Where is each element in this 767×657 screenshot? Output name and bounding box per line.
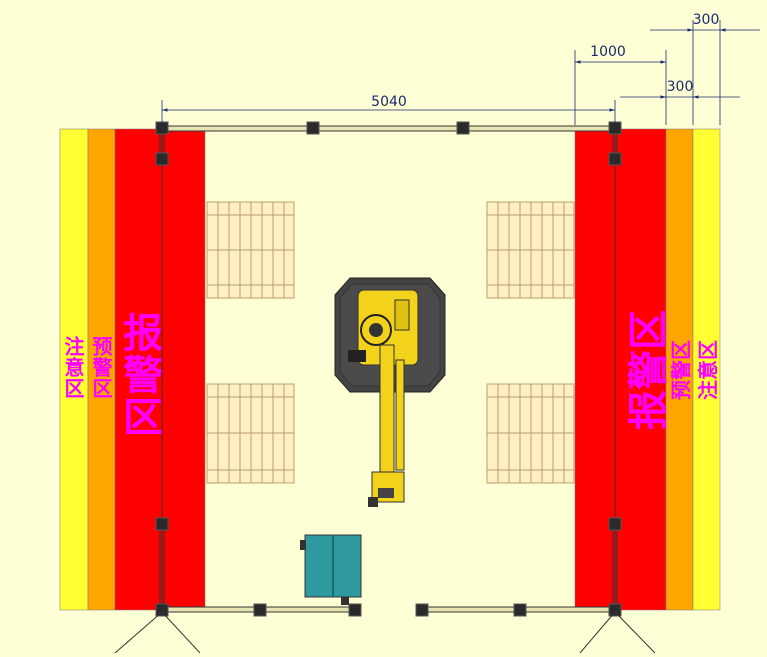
light-curtain-icon: [155, 121, 622, 617]
dimension-300-mid: 300: [667, 79, 694, 95]
right-alarm-label: 报警区: [626, 310, 672, 430]
right-warning-zone: [665, 128, 694, 611]
dimension-1000: 1000: [590, 44, 626, 60]
left-warning-zone: [87, 128, 116, 611]
pallet-top-right: [486, 201, 575, 299]
left-caution-label: 注意区: [61, 335, 85, 399]
right-caution-zone: [692, 128, 721, 611]
pallet-bottom-left: [206, 383, 295, 484]
dimension-300-top: 300: [693, 12, 720, 28]
left-caution-zone: [59, 128, 89, 611]
pallet-top-left: [206, 201, 295, 299]
dimension-5040: 5040: [371, 94, 407, 110]
industrial-robot-icon: [348, 289, 419, 507]
left-alarm-label: 报警区: [116, 312, 163, 438]
control-cabinet-icon: [300, 534, 362, 605]
dimension-lines: [161, 20, 760, 125]
pallet-bottom-right: [486, 383, 575, 484]
right-warning-label: 预警区: [669, 340, 693, 400]
right-caution-label: 注意区: [696, 340, 720, 400]
left-warning-label: 预警区: [89, 336, 113, 399]
door-opening-lines: [114, 611, 656, 654]
